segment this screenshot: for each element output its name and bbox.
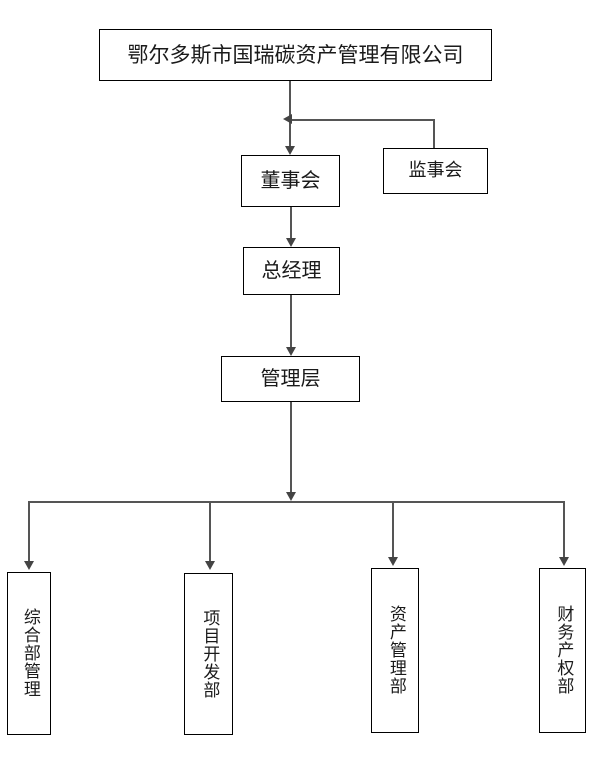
node-board-of-directors[interactable]: 董事会 — [241, 155, 340, 207]
node-department-project-development[interactable]: 项目开发部 — [184, 573, 233, 735]
node-general-manager-label: 总经理 — [261, 258, 322, 283]
connector-drop-dept-3 — [563, 501, 565, 559]
node-board-of-supervisors[interactable]: 监事会 — [383, 148, 488, 194]
arrow-down-icon-gm — [286, 238, 296, 247]
connector-mgmt-to-bus — [290, 402, 292, 494]
arrow-down-icon-mgmt — [286, 347, 296, 356]
arrow-down-icon-dept-2 — [388, 557, 398, 566]
node-board-of-supervisors-label: 监事会 — [408, 160, 463, 182]
connector-department-bus — [28, 501, 564, 503]
connector-drop-dept-0 — [28, 501, 30, 563]
node-department-3-label: 财务产权部 — [553, 605, 574, 696]
node-board-of-directors-label: 董事会 — [260, 168, 321, 193]
node-company-label: 鄂尔多斯市国瑞碳资产管理有限公司 — [127, 42, 464, 67]
node-management-layer[interactable]: 管理层 — [221, 356, 360, 402]
node-department-general-affairs[interactable]: 综合部管理 — [7, 572, 51, 735]
arrow-down-icon-dept-3 — [559, 557, 569, 566]
connector-supervisors-horizontal — [289, 119, 434, 121]
node-department-finance-property-rights[interactable]: 财务产权部 — [539, 568, 586, 733]
arrow-down-icon-dept-1 — [205, 561, 215, 570]
arrow-down-icon-board — [285, 146, 295, 155]
connector-board-to-gm — [290, 207, 292, 239]
node-department-asset-management[interactable]: 资产管理部 — [371, 568, 419, 733]
connector-gm-to-mgmt — [290, 295, 292, 348]
arrow-down-icon-bus — [286, 492, 296, 501]
node-company[interactable]: 鄂尔多斯市国瑞碳资产管理有限公司 — [99, 29, 492, 81]
arrow-down-icon-dept-0 — [24, 561, 34, 570]
node-department-0-label: 综合部管理 — [19, 608, 40, 699]
node-department-1-label: 项目开发部 — [199, 608, 220, 700]
connector-drop-dept-1 — [209, 501, 211, 563]
arrow-left-icon-to-stem — [283, 114, 292, 124]
node-general-manager[interactable]: 总经理 — [243, 247, 340, 295]
connector-supervisors-riser — [433, 119, 435, 149]
connector-drop-dept-2 — [392, 501, 394, 559]
node-department-2-label: 资产管理部 — [385, 605, 406, 696]
node-management-layer-label: 管理层 — [260, 366, 321, 391]
